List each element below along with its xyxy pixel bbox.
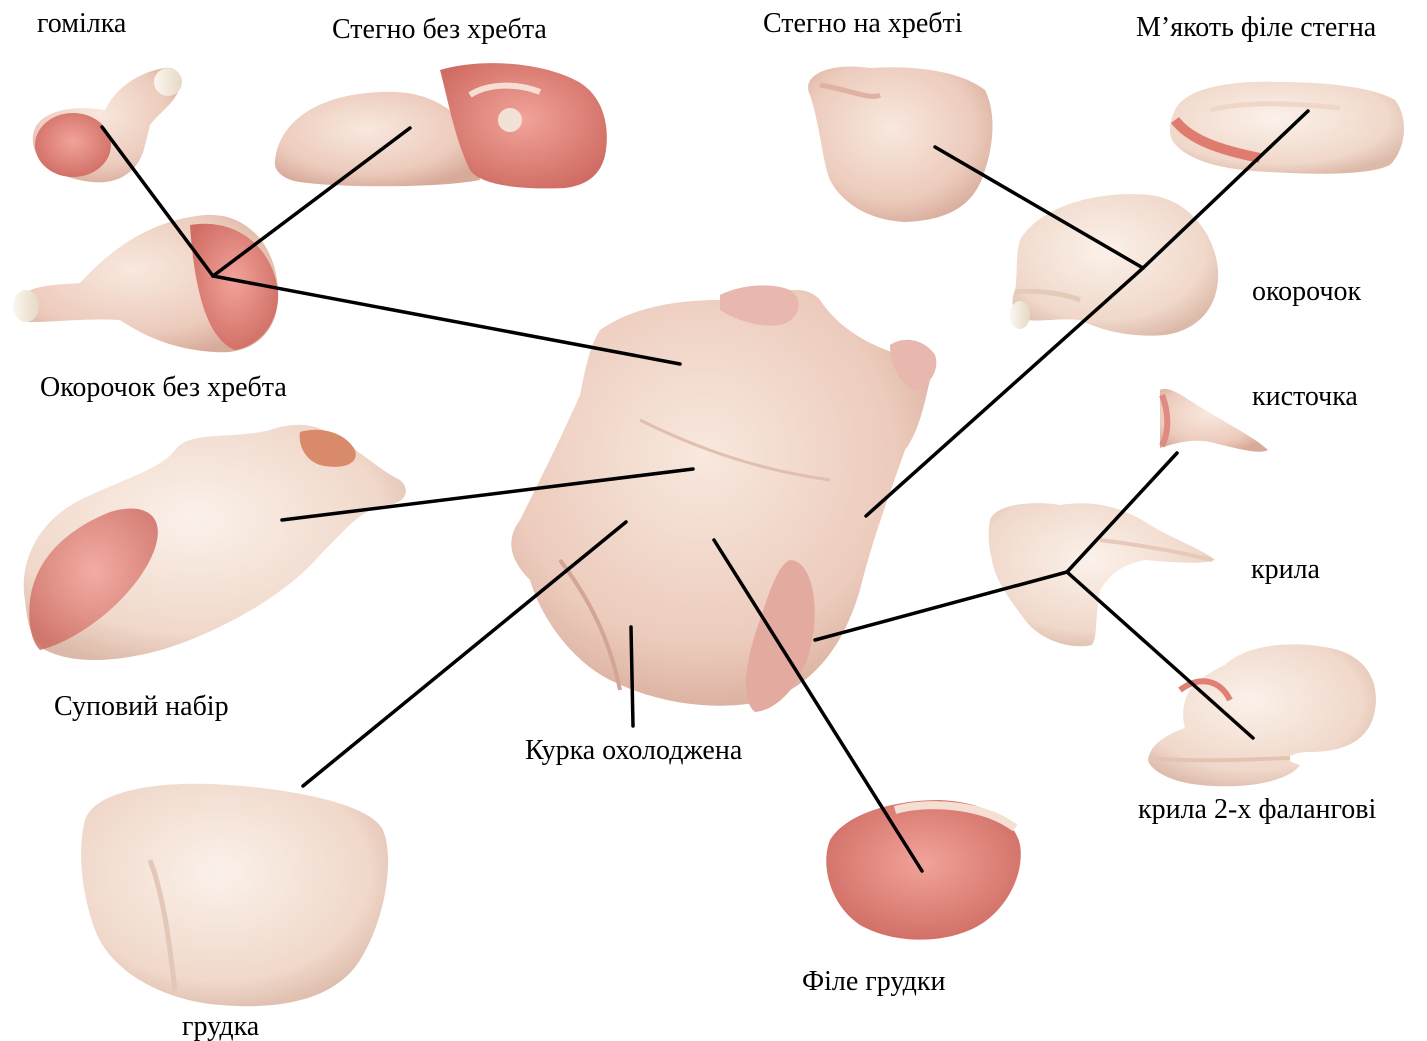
label-wings-two-phalanx: крила 2-х фалангові [1138,796,1376,824]
shank-image [33,68,182,183]
label-leg-quarter-boneless: Окорочок без хребта [40,374,287,402]
label-wings: крила [1251,556,1320,584]
line-wings-two-phalanx [1067,572,1253,738]
line-leg-quarter-boneless [213,276,680,364]
leg-quarter-boneless-image [13,215,278,352]
wings-image [989,503,1215,646]
wings-two-phalanx-image [1148,644,1376,786]
label-thigh-boneless: Стегно без хребта [332,16,547,44]
whole-chicken-image [511,285,936,712]
label-breast-fillet: Філе грудки [802,968,946,996]
label-wing-tip: кисточка [1252,383,1358,411]
label-thigh-on-back: Стегно на хребті [763,10,963,38]
label-soup-set: Суповий набір [54,693,229,721]
thigh-fillet-image [1170,82,1404,174]
label-leg-quarter: окорочок [1252,278,1361,306]
line-whole-chicken [631,627,633,726]
label-whole-chicken: Курка охолоджена [525,737,742,765]
label-breast: грудка [182,1013,259,1041]
leg-quarter-image [1010,194,1218,336]
thigh-on-back-image [808,67,992,222]
soup-set-image [24,425,406,660]
breast-fillet-image [826,800,1021,940]
label-shank: гомілка [37,10,126,38]
breast-image [81,784,388,1006]
label-thigh-fillet: М’якоть філе стегна [1136,14,1376,42]
thigh-boneless-image [275,63,607,188]
